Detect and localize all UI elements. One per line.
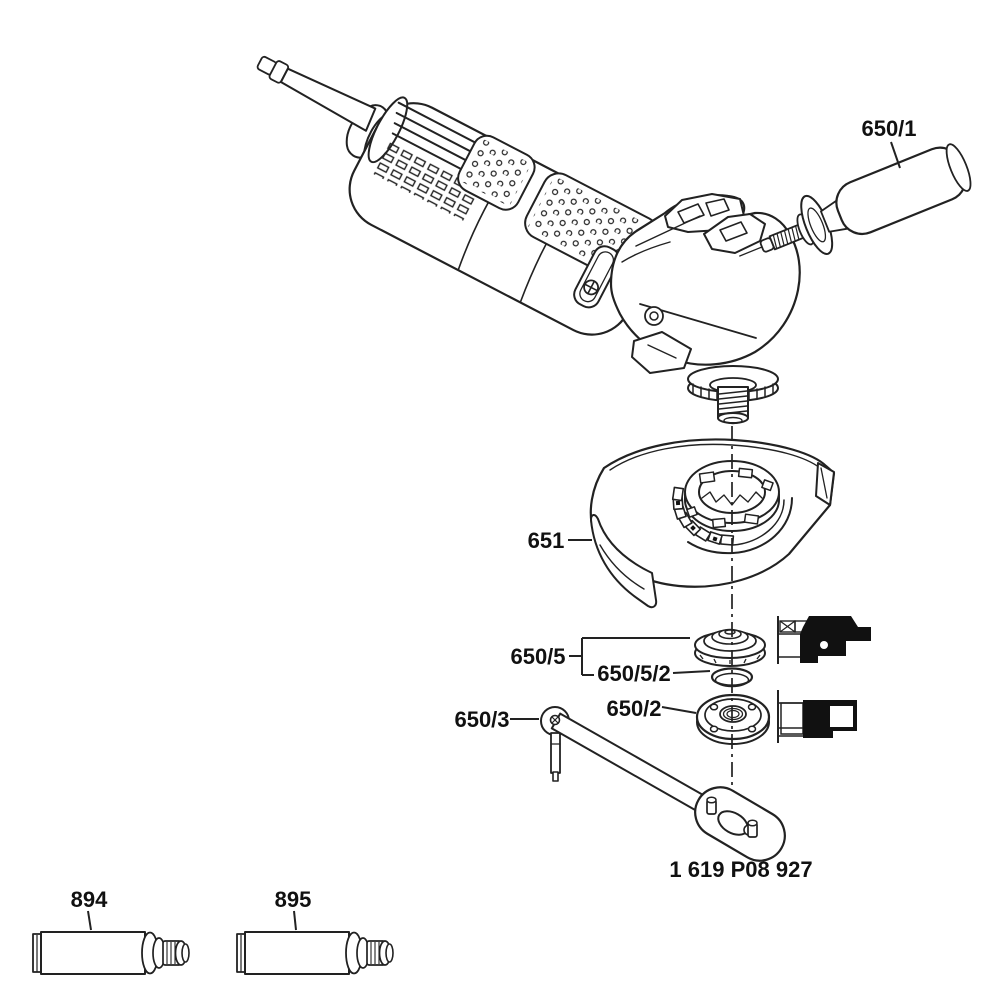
grinder-body [256, 55, 660, 336]
head-window-2 [705, 198, 730, 217]
head-frame-window [719, 221, 748, 242]
head-ridge-1 [635, 215, 701, 247]
side-handle [739, 143, 972, 257]
guard-rim-line [609, 443, 821, 471]
leader-lines [87, 141, 901, 931]
nut-bore-thread-2 [726, 709, 740, 719]
clamping-nut [695, 693, 771, 745]
handle-thread-lines [772, 225, 800, 250]
leader-650-2 [661, 706, 697, 714]
backing-flange [694, 628, 766, 667]
grease-tube-894 [32, 931, 190, 975]
leader-650-1 [890, 141, 901, 169]
wheel-guard [589, 438, 836, 609]
guard-apron-line [599, 544, 645, 590]
leader-895 [293, 910, 297, 931]
wrench-bar [550, 712, 706, 812]
grease-tube-895 [236, 931, 394, 975]
guard-clamp-band-outer [687, 497, 793, 555]
guard-collar-holes [686, 467, 774, 529]
label-grease-tube-895: 895 [275, 887, 312, 912]
guard-fold-line [820, 467, 828, 499]
latch-ring-hole [649, 311, 659, 321]
flange-cross-section-icon [777, 616, 871, 664]
hanging-pin-tip [552, 771, 559, 782]
handle-centerline [739, 245, 765, 257]
housing-screw-icon [583, 279, 599, 296]
flange-rim-ticks [699, 654, 761, 664]
vent-grille [371, 139, 481, 221]
flange-bore [724, 629, 736, 635]
label-pin-wrench: 650/3 [454, 707, 509, 732]
wrench-pin-1 [706, 796, 717, 815]
spindle-tip [723, 416, 743, 425]
pin-wrench [540, 706, 786, 862]
label-wheel-guard: 651 [528, 528, 565, 553]
clamp-lever [631, 331, 692, 374]
label-side-handle: 650/1 [861, 116, 916, 141]
wrench-hanging-pin [550, 732, 561, 774]
guard-edge-fold [815, 462, 835, 506]
head-contour [621, 241, 671, 263]
label-o-ring: 650/5/2 [597, 661, 670, 686]
clamp-lever-line [647, 344, 677, 359]
nut-pin-holes [709, 703, 757, 733]
handle-flange-inner [807, 207, 827, 243]
wrench-pivot-screw-icon [549, 714, 561, 726]
gear-head [609, 193, 801, 425]
handle-grip-end [945, 143, 972, 192]
label-clamping-nut: 650/2 [606, 696, 661, 721]
leader-650-5-bracket [569, 637, 690, 676]
head-window-1 [677, 203, 705, 224]
neck-band-inner [579, 251, 615, 303]
guard-clamp-lugs [671, 486, 735, 546]
guard-clamp-band-inner [732, 499, 785, 546]
label-grease-tube-894: 894 [71, 887, 108, 912]
nut-cross-section-icon [777, 690, 857, 743]
guard-apron [590, 514, 658, 609]
leader-650-5-2 [672, 670, 711, 674]
leader-894 [87, 910, 92, 931]
label-flange-assembly: 650/5 [510, 644, 565, 669]
wrench-pin-2 [747, 819, 758, 838]
nut-bore-thread-1 [722, 707, 744, 721]
perforation-dots-1 [461, 138, 532, 207]
part-number-text: 1 619 P08 927 [669, 857, 812, 882]
cord-sleeve [279, 67, 377, 132]
